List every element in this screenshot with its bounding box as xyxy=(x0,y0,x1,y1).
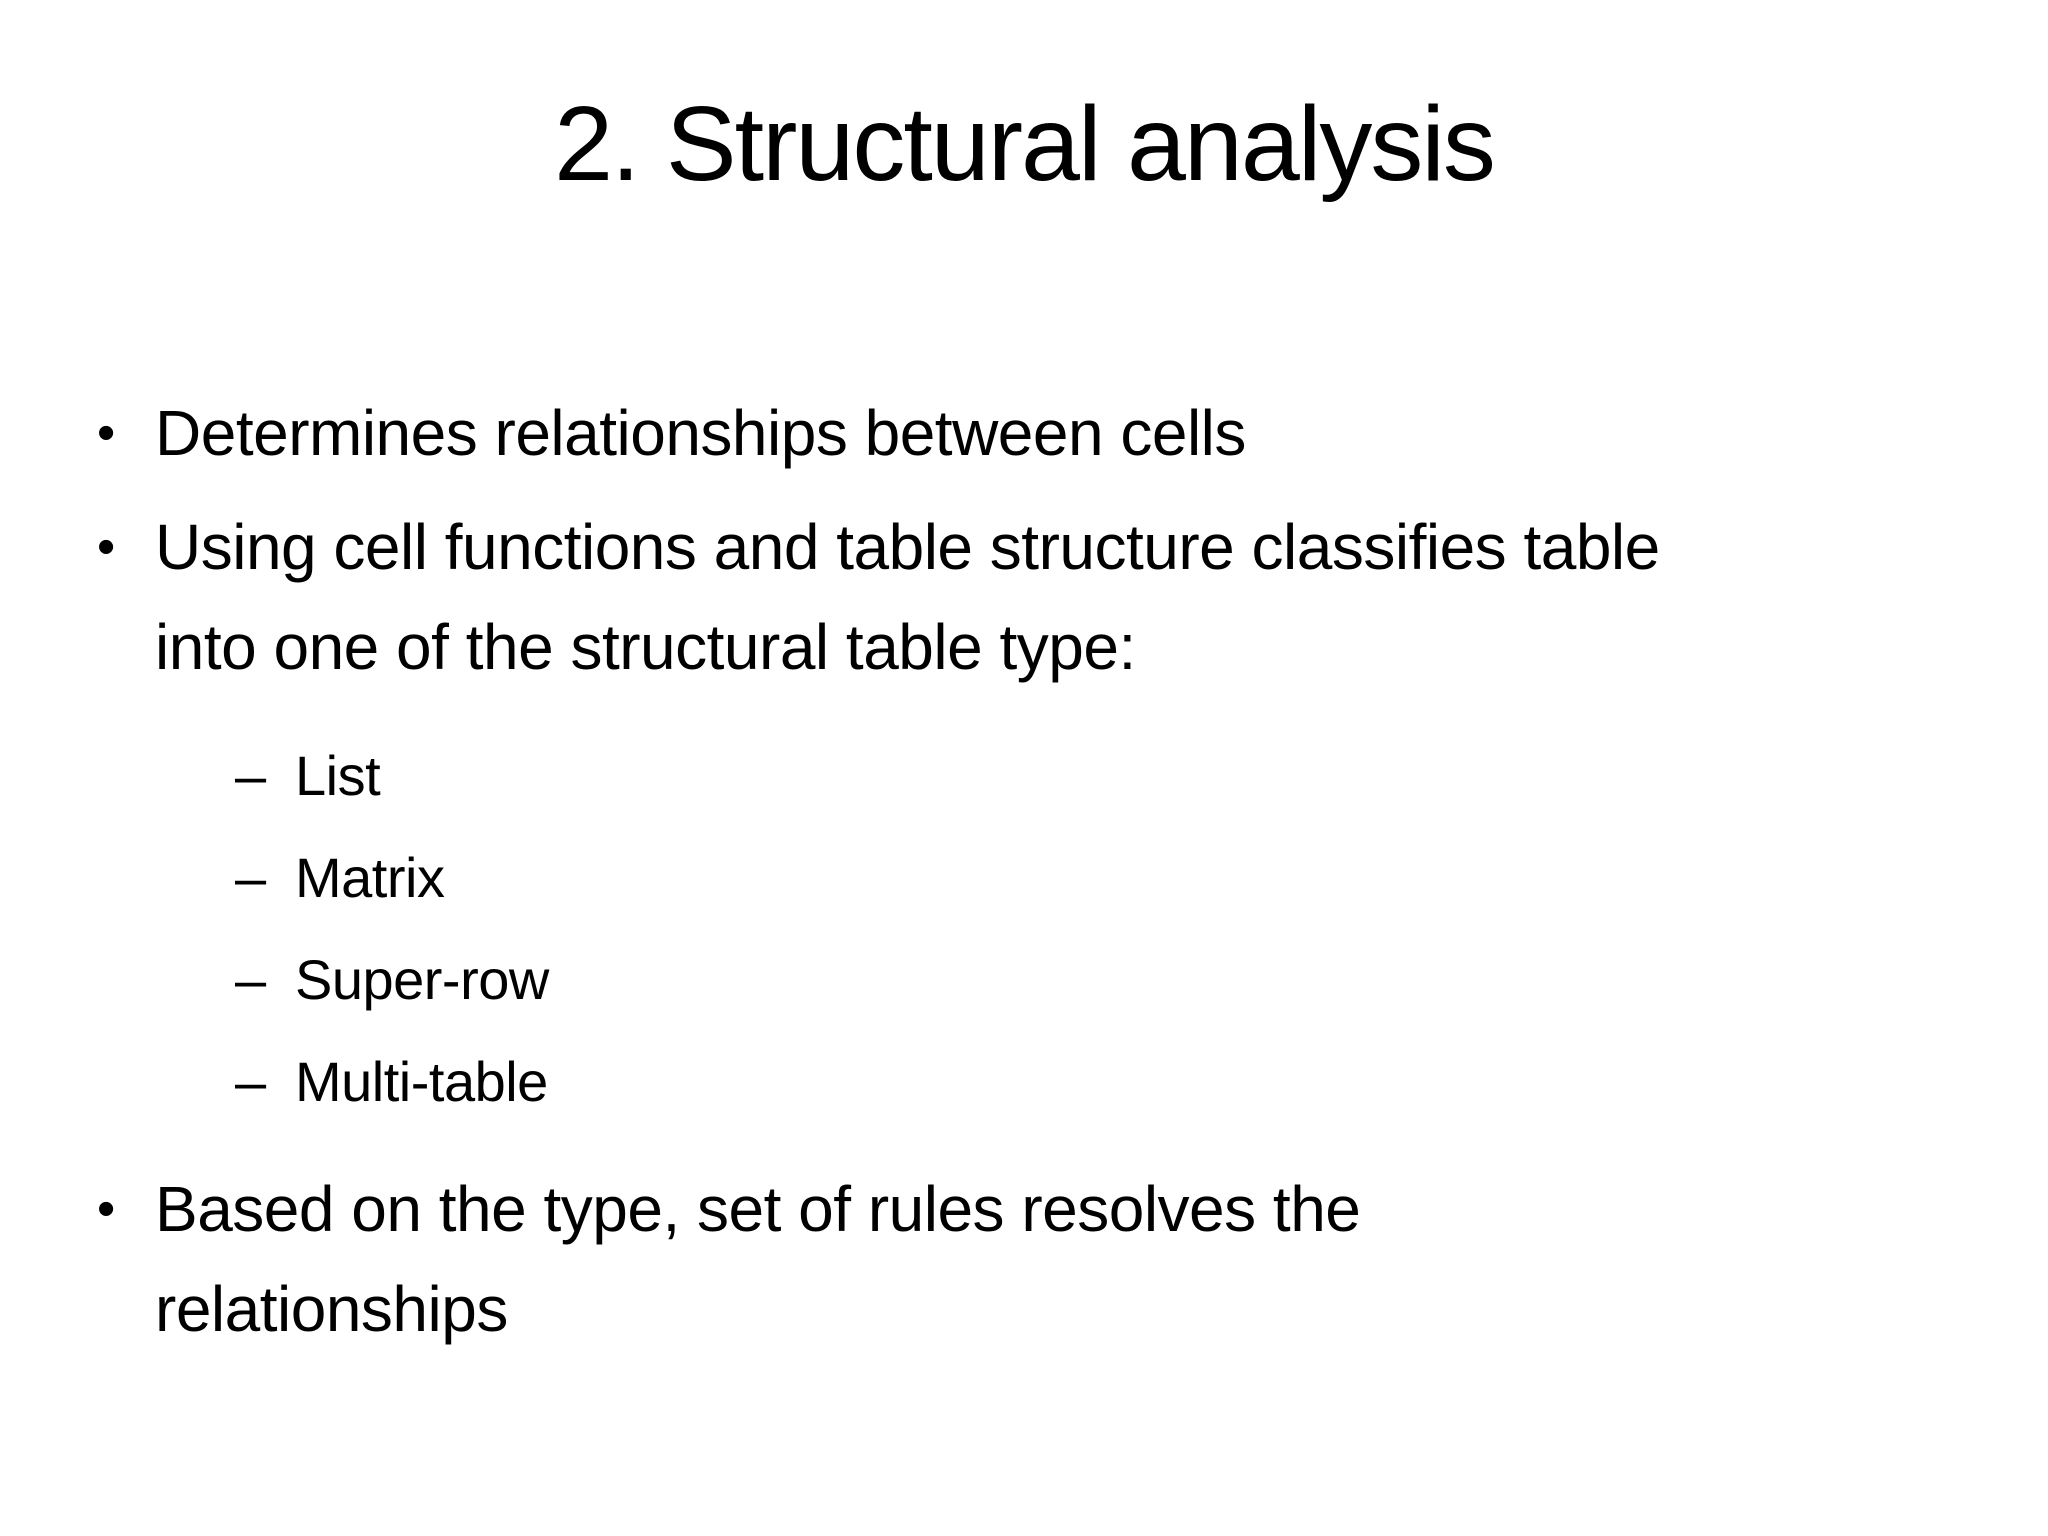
dash-marker-icon: – xyxy=(235,743,266,807)
bullet-marker-icon: • xyxy=(97,517,115,576)
sub-bullet-text: Matrix xyxy=(295,845,445,909)
bullet-marker-icon: • xyxy=(97,403,115,462)
dash-marker-icon: – xyxy=(235,1049,266,1113)
bullet-list: • Determines relationships between cells… xyxy=(0,383,1660,1359)
sub-bullet-item: – Super-row xyxy=(235,929,1660,1031)
sub-bullet-text: List xyxy=(295,743,381,807)
bullet-item: • Based on the type, set of rules resolv… xyxy=(97,1159,1660,1359)
sub-bullet-item: – Matrix xyxy=(235,827,1660,929)
bullet-item: • Determines relationships between cells xyxy=(97,383,1660,483)
bullet-marker-icon: • xyxy=(97,1179,115,1238)
bullet-item: • Using cell functions and table structu… xyxy=(97,497,1660,697)
sub-bullet-text: Multi-table xyxy=(295,1049,548,1113)
sub-bullet-item: – Multi-table xyxy=(235,1031,1660,1133)
bullet-text: Using cell functions and table structure… xyxy=(155,510,1660,683)
sub-bullet-list: – List – Matrix – Super-row – Multi-tabl… xyxy=(97,725,1660,1133)
bullet-text: Based on the type, set of rules resolves… xyxy=(155,1172,1361,1345)
sub-bullet-item: – List xyxy=(235,725,1660,827)
dash-marker-icon: – xyxy=(235,947,266,1011)
sub-bullet-text: Super-row xyxy=(295,947,549,1011)
bullet-text: Determines relationships between cells xyxy=(155,396,1246,469)
dash-marker-icon: – xyxy=(235,845,266,909)
slide-title: 2. Structural analysis xyxy=(554,85,1496,203)
